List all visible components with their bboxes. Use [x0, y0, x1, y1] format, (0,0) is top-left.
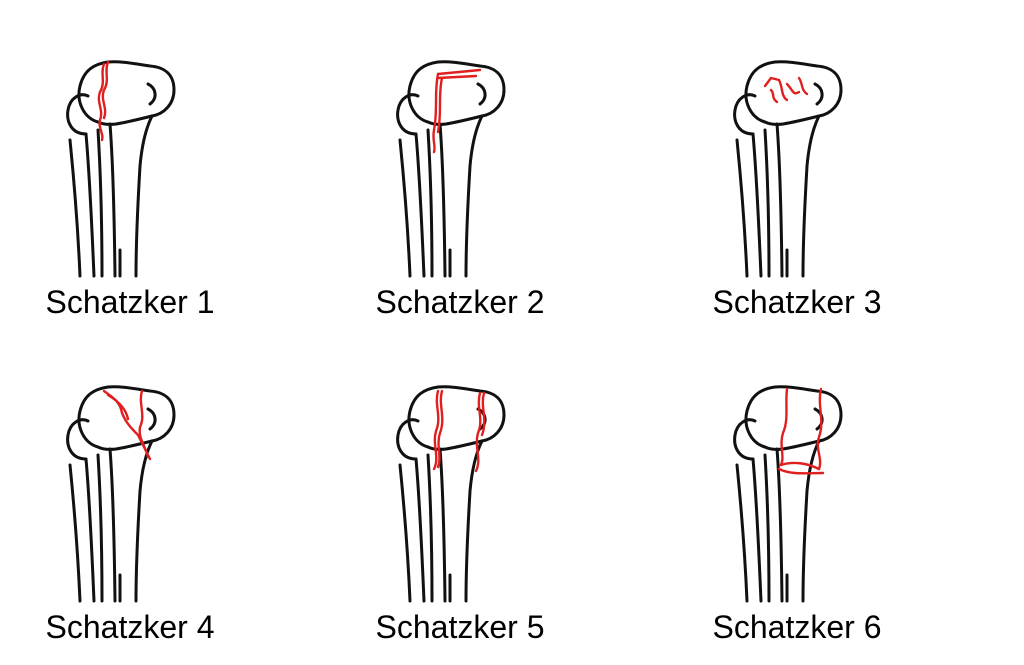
- fracture-lines: [97, 60, 110, 142]
- fibula-head-outline: [396, 418, 420, 461]
- tibia-shaft-right-edge: [464, 439, 484, 603]
- tibia-shaft-right-edge: [801, 114, 821, 278]
- fibula-shaft-outer-line: [68, 463, 82, 603]
- fracture-line: [101, 60, 110, 120]
- schatzker-4-panel: Schatzker 4: [0, 365, 260, 665]
- tibial-plateau-outline: [77, 385, 176, 451]
- fracture-line: [785, 82, 801, 95]
- tibia-shaft-left-edge: [775, 122, 784, 278]
- fibula-shaft-medial-line: [763, 453, 771, 603]
- fibula-shaft-medial-line: [426, 453, 434, 603]
- fracture-lines: [777, 387, 825, 475]
- fibula-shaft-inner-line: [414, 132, 426, 278]
- fibula-shaft-outer-line: [68, 138, 82, 278]
- fibula-shaft-inner-line: [414, 457, 426, 603]
- tibia-shaft-left-edge: [438, 122, 447, 278]
- fracture-line: [474, 391, 482, 473]
- tibial-plateau-outline: [407, 385, 506, 451]
- fracture-line: [436, 389, 444, 469]
- fracture-line: [779, 387, 789, 467]
- fibula-shaft-outer-line: [398, 463, 412, 603]
- fracture-line: [769, 88, 779, 104]
- fracture-lines: [102, 389, 152, 461]
- tibia-shaft-right-edge: [134, 114, 154, 278]
- fibula-head-outline: [66, 418, 90, 461]
- fracture-line: [777, 467, 825, 475]
- tibia-fracture-diagram-3: [733, 60, 843, 278]
- schatzker-2-label: Schatzker 2: [375, 284, 545, 320]
- tibial-plateau-outline: [744, 60, 843, 126]
- schatzker-3-panel: Schatzker 3: [667, 40, 927, 340]
- fibula-shaft-inner-line: [84, 457, 96, 603]
- fracture-line: [480, 391, 486, 437]
- schatzker-6-panel: Schatzker 6: [667, 365, 927, 665]
- tibia-outline: [733, 385, 843, 603]
- fibula-head-outline: [66, 93, 90, 136]
- fibula-head-outline: [733, 418, 757, 461]
- tibia-shaft-left-edge: [108, 122, 117, 278]
- tibia-outline: [733, 60, 843, 278]
- fibula-shaft-outer-line: [735, 463, 749, 603]
- articular-notch-line: [476, 82, 487, 106]
- tibia-shaft-left-edge: [775, 447, 784, 603]
- tibial-plateau-outline: [407, 60, 506, 126]
- tibia-shaft-left-edge: [438, 447, 447, 603]
- fibula-head-outline: [396, 93, 420, 136]
- fracture-line: [432, 72, 440, 154]
- tibia-shaft-right-edge: [464, 114, 484, 278]
- tibia-fracture-diagram-5: [396, 385, 506, 603]
- fracture-line: [816, 387, 823, 471]
- tibia-fracture-diagram-2: [396, 60, 506, 278]
- fracture-line: [797, 76, 809, 96]
- fibula-head-outline: [733, 93, 757, 136]
- fibula-shaft-medial-line: [763, 128, 771, 278]
- fibula-shaft-outer-line: [398, 138, 412, 278]
- articular-notch-line: [813, 82, 824, 106]
- fibula-shaft-outer-line: [735, 138, 749, 278]
- fracture-line: [97, 62, 106, 142]
- fracture-line: [106, 393, 130, 421]
- tibia-fracture-diagram-4: [66, 385, 176, 603]
- tibia-outline: [396, 60, 506, 278]
- schatzker-5-label: Schatzker 5: [375, 609, 545, 645]
- articular-notch-line: [146, 407, 157, 431]
- schatzker-1-panel: Schatzker 1: [0, 40, 260, 340]
- schatzker-2-panel: Schatzker 2: [330, 40, 590, 340]
- tibia-fracture-diagram-1: [66, 60, 176, 278]
- fracture-lines: [432, 68, 482, 154]
- schatzker-1-label: Schatzker 1: [45, 284, 215, 320]
- fracture-lines: [763, 76, 809, 104]
- articular-notch-line: [146, 82, 157, 106]
- tibia-shaft-left-edge: [108, 447, 117, 603]
- tibial-plateau-outline: [77, 60, 176, 126]
- fibula-shaft-inner-line: [84, 132, 96, 278]
- fracture-line: [138, 389, 150, 459]
- fibula-shaft-medial-line: [96, 453, 104, 603]
- fibula-shaft-medial-line: [96, 128, 104, 278]
- schatzker-6-label: Schatzker 6: [712, 609, 882, 645]
- fracture-lines: [432, 389, 486, 473]
- fracture-line: [432, 389, 440, 471]
- tibia-shaft-right-edge: [134, 439, 154, 603]
- tibia-fracture-diagram-6: [733, 385, 843, 603]
- tibial-plateau-outline: [744, 385, 843, 451]
- tibia-outline: [396, 385, 506, 603]
- fracture-line: [763, 76, 781, 88]
- schatzker-5-panel: Schatzker 5: [330, 365, 590, 665]
- tibia-outline: [66, 60, 176, 278]
- tibia-shaft-right-edge: [801, 439, 821, 603]
- fibula-shaft-inner-line: [751, 132, 763, 278]
- fracture-line: [777, 78, 789, 102]
- schatzker-4-label: Schatzker 4: [45, 609, 215, 645]
- fracture-line: [779, 461, 821, 471]
- fibula-shaft-inner-line: [751, 457, 763, 603]
- fracture-line: [436, 68, 482, 76]
- fibula-shaft-medial-line: [426, 128, 434, 278]
- fracture-line: [436, 74, 478, 80]
- tibia-outline: [66, 385, 176, 603]
- fracture-line: [436, 76, 444, 134]
- schatzker-3-label: Schatzker 3: [712, 284, 882, 320]
